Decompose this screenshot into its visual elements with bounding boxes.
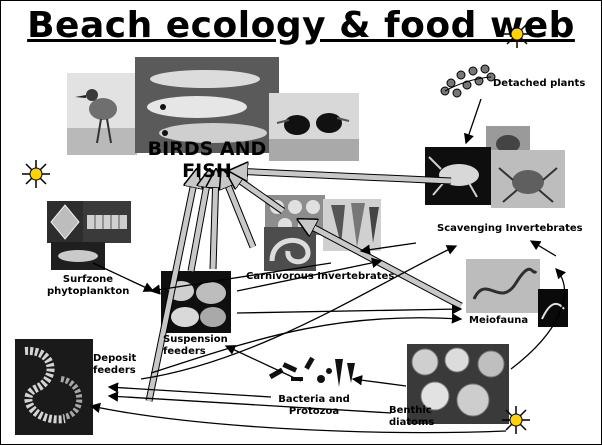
arrow-scavenging-to-carnivorous: [361, 243, 416, 251]
node-suspension-feeders: Suspension feeders: [163, 334, 225, 357]
node-bacteria-and-protozoa: Bacteria and Protozoa: [273, 394, 355, 417]
arrow-bacteria-to-deposit: [109, 387, 271, 397]
arrow-bacteria-to-suspension: [226, 346, 301, 381]
node-benthic-diatoms: Benthic diatoms: [389, 405, 437, 428]
arrow-meiofauna-to-scavenging: [531, 241, 556, 256]
arrow-diatoms-to-bacteria: [353, 379, 406, 386]
node-meiofauna: Meiofauna: [469, 315, 528, 327]
arrow-suspension-to-meiofauna: [237, 309, 461, 313]
arrow-suspension-to-birds-2: [213, 173, 216, 269]
node-carnivorous-invertebrates: Carnivorous Invertebrates: [246, 271, 394, 283]
node-surfzone-phytoplankton: Surfzone phytoplankton: [47, 274, 129, 297]
arrow-plants-to-scavenging: [466, 99, 481, 143]
node-deposit-feeders: Deposit feeders: [93, 353, 143, 376]
node-birds-and-fish: BIRDS AND FISH: [141, 139, 273, 183]
node-detached-plants: Detached plants: [493, 78, 585, 90]
node-scavenging-invertebrates: Scavenging Invertebrates: [437, 223, 583, 235]
